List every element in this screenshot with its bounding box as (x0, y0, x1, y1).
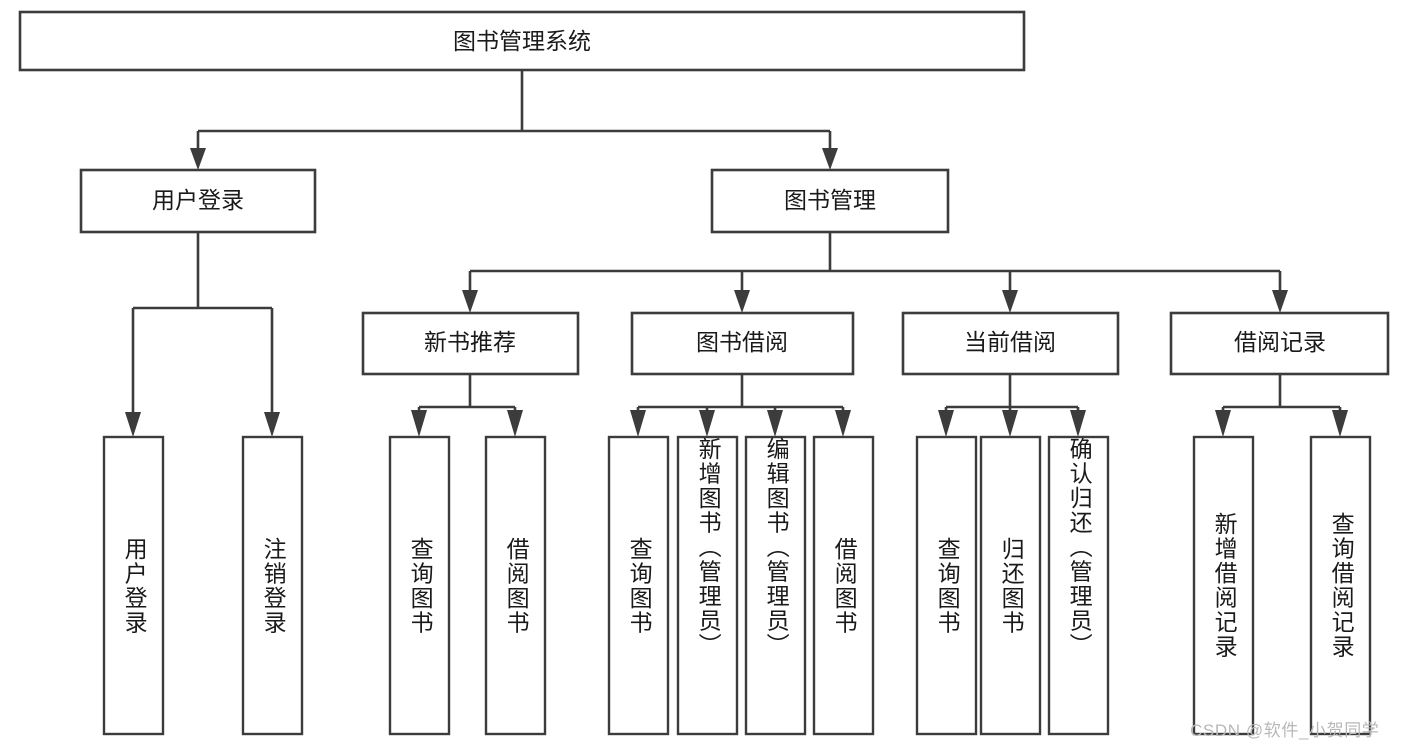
node-book-manage-box[interactable] (710, 168, 950, 234)
leaf-box-layer (102, 435, 1372, 736)
leaf-box-bb-borrow-book[interactable] (812, 435, 875, 736)
node-root-label: 图书管理系统 (453, 28, 591, 54)
arrow-to-leaf-bb-borrow (835, 410, 851, 437)
arrow-to-current-borrow (1002, 290, 1018, 313)
arrow-to-leaf-nb-query (411, 410, 427, 437)
leaf-box-bb-query-book[interactable] (607, 435, 670, 736)
arrow-to-new-book (462, 290, 478, 313)
node-user-login-label: 用户登录 (152, 187, 244, 213)
node-root-box[interactable] (18, 10, 1026, 72)
leaf-box-nb-query-book[interactable] (388, 435, 451, 736)
arrow-to-leaf-user-login (125, 412, 141, 437)
node-current-borrow-box[interactable] (901, 311, 1120, 376)
arrow-to-leaf-logout (264, 412, 280, 437)
node-layer: 图书管理系统 用户登录 图书管理 新书推荐 图书借阅 当前借阅 借阅记录 (18, 10, 1390, 376)
arrow-to-leaf-cb-query (938, 410, 954, 437)
node-borrow-record-label: 借阅记录 (1234, 329, 1326, 355)
leaf-box-bb-edit-book[interactable] (744, 435, 807, 736)
arrow-to-user-login (190, 148, 206, 170)
arrow-to-book-borrow (734, 290, 750, 313)
arrow-to-leaf-cb-return (1002, 410, 1018, 437)
leaf-box-cb-return-book[interactable] (979, 435, 1042, 736)
arrow-to-leaf-bb-add (699, 410, 715, 437)
leaf-box-bb-add-book[interactable] (676, 435, 739, 736)
arrow-to-borrow-record (1272, 290, 1288, 313)
arrow-to-leaf-br-query (1332, 410, 1348, 437)
arrow-to-leaf-bb-edit (767, 410, 783, 437)
node-new-book-label: 新书推荐 (424, 329, 516, 355)
node-user-login-box[interactable] (79, 168, 317, 234)
arrow-to-leaf-cb-confirm (1070, 410, 1086, 437)
leaf-box-cb-confirm-return[interactable] (1047, 435, 1110, 736)
node-book-borrow-label: 图书借阅 (696, 329, 788, 355)
leaf-box-user-login[interactable] (102, 435, 165, 736)
leaf-box-logout[interactable] (241, 435, 304, 736)
connector-layer (125, 70, 1348, 437)
leaf-box-cb-query-book[interactable] (915, 435, 978, 736)
leaf-box-br-add-record[interactable] (1192, 435, 1255, 736)
node-current-borrow-label: 当前借阅 (964, 329, 1056, 355)
leaf-box-nb-borrow-book[interactable] (484, 435, 547, 736)
node-book-borrow-box[interactable] (630, 311, 855, 376)
node-borrow-record-box[interactable] (1169, 311, 1390, 376)
arrow-to-leaf-bb-query (630, 410, 646, 437)
node-book-manage-label: 图书管理 (784, 187, 876, 213)
node-new-book-box[interactable] (361, 311, 580, 376)
arrow-to-leaf-nb-borrow (507, 410, 523, 437)
arrow-to-leaf-br-add (1215, 410, 1231, 437)
arrow-to-book-manage (822, 148, 838, 170)
leaf-box-br-query-record[interactable] (1309, 435, 1372, 736)
